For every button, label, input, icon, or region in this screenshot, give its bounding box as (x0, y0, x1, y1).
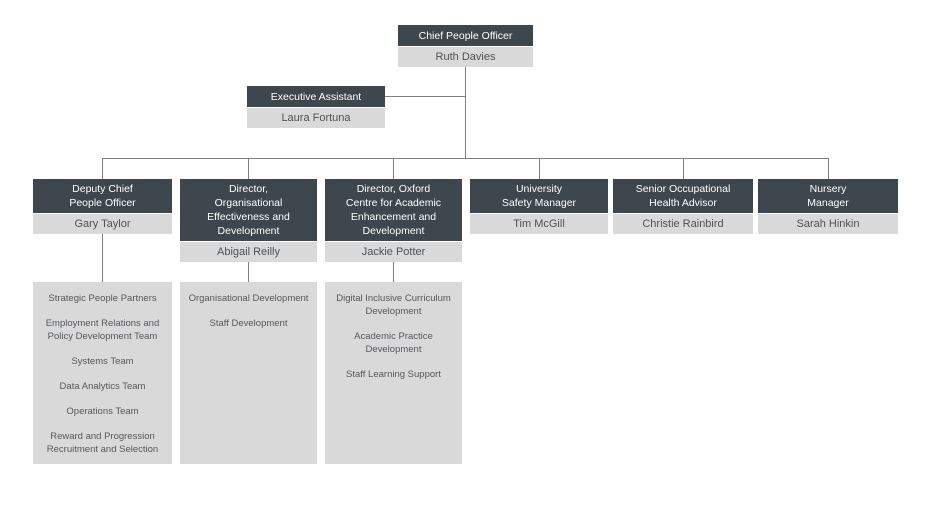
team-list-item: Reward and Progression Recruitment and S… (46, 431, 159, 455)
node-director-org-effectiveness: Director, Organisational Effectiveness a… (180, 179, 317, 262)
team-list-oxford-centre: Digital Inclusive Curriculum Development… (325, 282, 462, 464)
node-nursery-manager: Nursery Manager Sarah Hinkin (758, 179, 898, 234)
person-name: Laura Fortuna (247, 108, 385, 128)
connector-stub-3 (393, 158, 394, 179)
role-title: University Safety Manager (470, 179, 608, 213)
team-list-item: Employment Relations and Policy Developm… (45, 318, 160, 342)
team-list-item: Data Analytics Team (59, 381, 146, 392)
node-executive-assistant: Executive Assistant Laura Fortuna (247, 86, 385, 128)
role-title: Nursery Manager (758, 179, 898, 213)
person-name: Tim McGill (470, 214, 608, 234)
team-list-item: Staff Development (209, 318, 288, 329)
person-name: Abigail Reilly (180, 242, 317, 262)
connector-stub-6 (828, 158, 829, 179)
role-title: Chief People Officer (398, 25, 533, 46)
team-list-item: Staff Learning Support (346, 369, 441, 380)
team-list-org-effectiveness: Organisational Development Staff Develop… (180, 282, 317, 464)
team-list-item: Systems Team (71, 356, 134, 367)
node-deputy-chief-people-officer: Deputy Chief People Officer Gary Taylor (33, 179, 172, 234)
node-senior-occupational-health-advisor: Senior Occupational Health Advisor Chris… (613, 179, 753, 234)
team-list-item: Academic Practice Development (354, 331, 433, 355)
connector-drop-3 (393, 262, 394, 282)
person-name: Ruth Davies (398, 47, 533, 67)
connector-stub-5 (683, 158, 684, 179)
role-title: Director, Organisational Effectiveness a… (180, 179, 317, 241)
role-title: Senior Occupational Health Advisor (613, 179, 753, 213)
person-name: Christie Rainbird (613, 214, 753, 234)
node-university-safety-manager: University Safety Manager Tim McGill (470, 179, 608, 234)
role-title: Executive Assistant (247, 86, 385, 107)
team-list-item: Strategic People Partners (48, 293, 157, 304)
role-title: Director, Oxford Centre for Academic Enh… (325, 179, 462, 241)
role-title: Deputy Chief People Officer (33, 179, 172, 213)
node-director-oxford-centre: Director, Oxford Centre for Academic Enh… (325, 179, 462, 262)
connector-drop-2 (248, 262, 249, 282)
connector-assistant (385, 96, 465, 97)
connector-stub-1 (102, 158, 103, 179)
person-name: Gary Taylor (33, 214, 172, 234)
team-list-item: Digital Inclusive Curriculum Development (336, 293, 451, 317)
connector-stub-4 (539, 158, 540, 179)
connector-stub-2 (248, 158, 249, 179)
person-name: Sarah Hinkin (758, 214, 898, 234)
connector-bus (102, 158, 828, 159)
connector-root-vertical (465, 67, 466, 158)
team-list-deputy-cpo: Strategic People Partners Employment Rel… (33, 282, 172, 464)
person-name: Jackie Potter (325, 242, 462, 262)
connector-drop-1 (102, 234, 103, 282)
node-chief-people-officer: Chief People Officer Ruth Davies (398, 25, 533, 67)
team-list-item: Operations Team (66, 406, 139, 417)
team-list-item: Organisational Development (188, 293, 309, 304)
